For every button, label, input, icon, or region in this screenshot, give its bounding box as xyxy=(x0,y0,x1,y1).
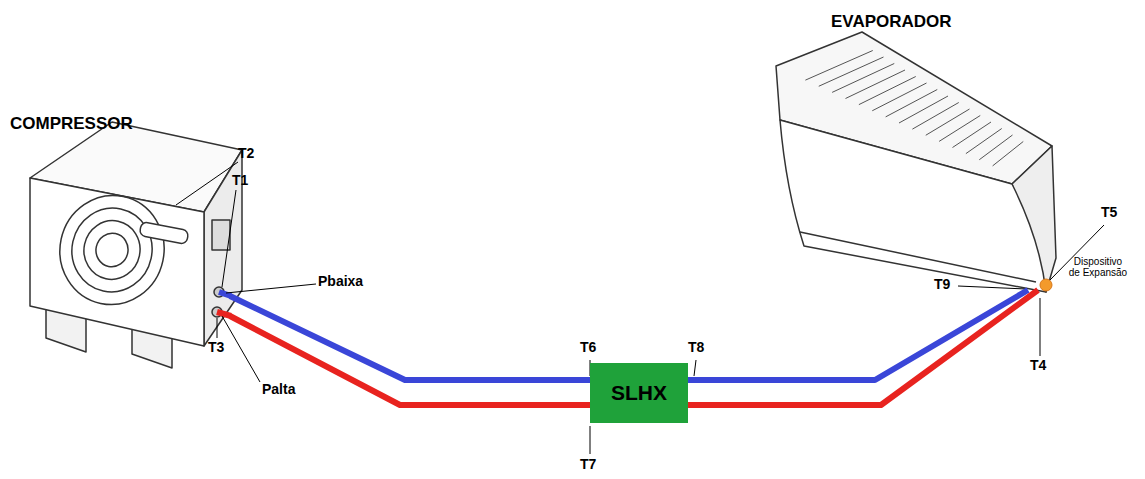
leader-line xyxy=(694,360,696,376)
fan-ring xyxy=(50,186,174,314)
grille-slat xyxy=(912,103,958,130)
grille-slat xyxy=(953,122,992,148)
temperature-point: T7 xyxy=(580,457,596,472)
liquid-line xyxy=(688,290,1038,405)
grille-slat xyxy=(886,90,938,117)
liquid-line xyxy=(230,316,590,405)
temperature-point: T9 xyxy=(934,277,950,292)
leader-line xyxy=(226,284,316,293)
grille-slat xyxy=(832,64,894,93)
indoor-unit-drawing xyxy=(776,32,1056,292)
intake-grille xyxy=(805,51,1023,166)
service-panel xyxy=(212,220,230,250)
grille-slat xyxy=(979,135,1012,160)
suction-line xyxy=(230,296,590,380)
grille-slat xyxy=(872,83,926,111)
leader-line xyxy=(1040,298,1041,356)
fan-ring xyxy=(93,230,131,270)
leader-lines xyxy=(176,162,1104,454)
temperature-point: T2 xyxy=(238,146,254,161)
temperature-point: T1 xyxy=(232,173,248,188)
leader-line xyxy=(958,286,1026,289)
temperature-point: T6 xyxy=(580,340,596,355)
leader-line xyxy=(222,190,236,287)
temperature-point: T5 xyxy=(1101,205,1117,220)
pressure-point: Pbaixa xyxy=(318,274,363,289)
outdoor-unit-drawing xyxy=(30,122,242,368)
pressure-point: Palta xyxy=(262,382,295,397)
compressor-unit: COMPRESSOR xyxy=(8,112,230,352)
grille-slat xyxy=(805,51,872,81)
unit-heading: EVAPORADOR xyxy=(831,12,1057,32)
fan-ring xyxy=(64,201,160,300)
temperature-point: T3 xyxy=(208,340,224,355)
temperature-point: T4 xyxy=(1030,358,1046,373)
leader-line xyxy=(590,426,591,454)
unit-heading: COMPRESSOR xyxy=(10,114,230,134)
grille-slat xyxy=(966,129,1002,154)
grille-slat xyxy=(939,116,980,142)
fan-ring xyxy=(78,215,145,284)
temperature-point: T8 xyxy=(688,340,704,355)
device-note: Dispositivo de Expansão xyxy=(1068,256,1128,278)
expansion-device xyxy=(1040,279,1052,291)
liquid-pipe-stub xyxy=(217,312,231,316)
evaporator-unit: EVAPORADOR xyxy=(765,8,1057,290)
grille-slat xyxy=(859,77,916,105)
air-outlet xyxy=(800,232,1036,282)
fan-grille xyxy=(50,186,174,314)
leader-line xyxy=(217,318,218,338)
box-label: SLHX xyxy=(611,381,667,405)
heat-exchanger-box: SLHX xyxy=(590,363,688,423)
grille-slat xyxy=(819,57,884,86)
grille-slat xyxy=(926,109,970,135)
grille-slat xyxy=(846,70,906,99)
grille-slat xyxy=(993,142,1024,166)
indoor-unit-front xyxy=(780,120,1046,292)
unit-handle xyxy=(139,222,189,245)
grille-slat xyxy=(899,96,948,123)
leader-line xyxy=(176,162,238,205)
